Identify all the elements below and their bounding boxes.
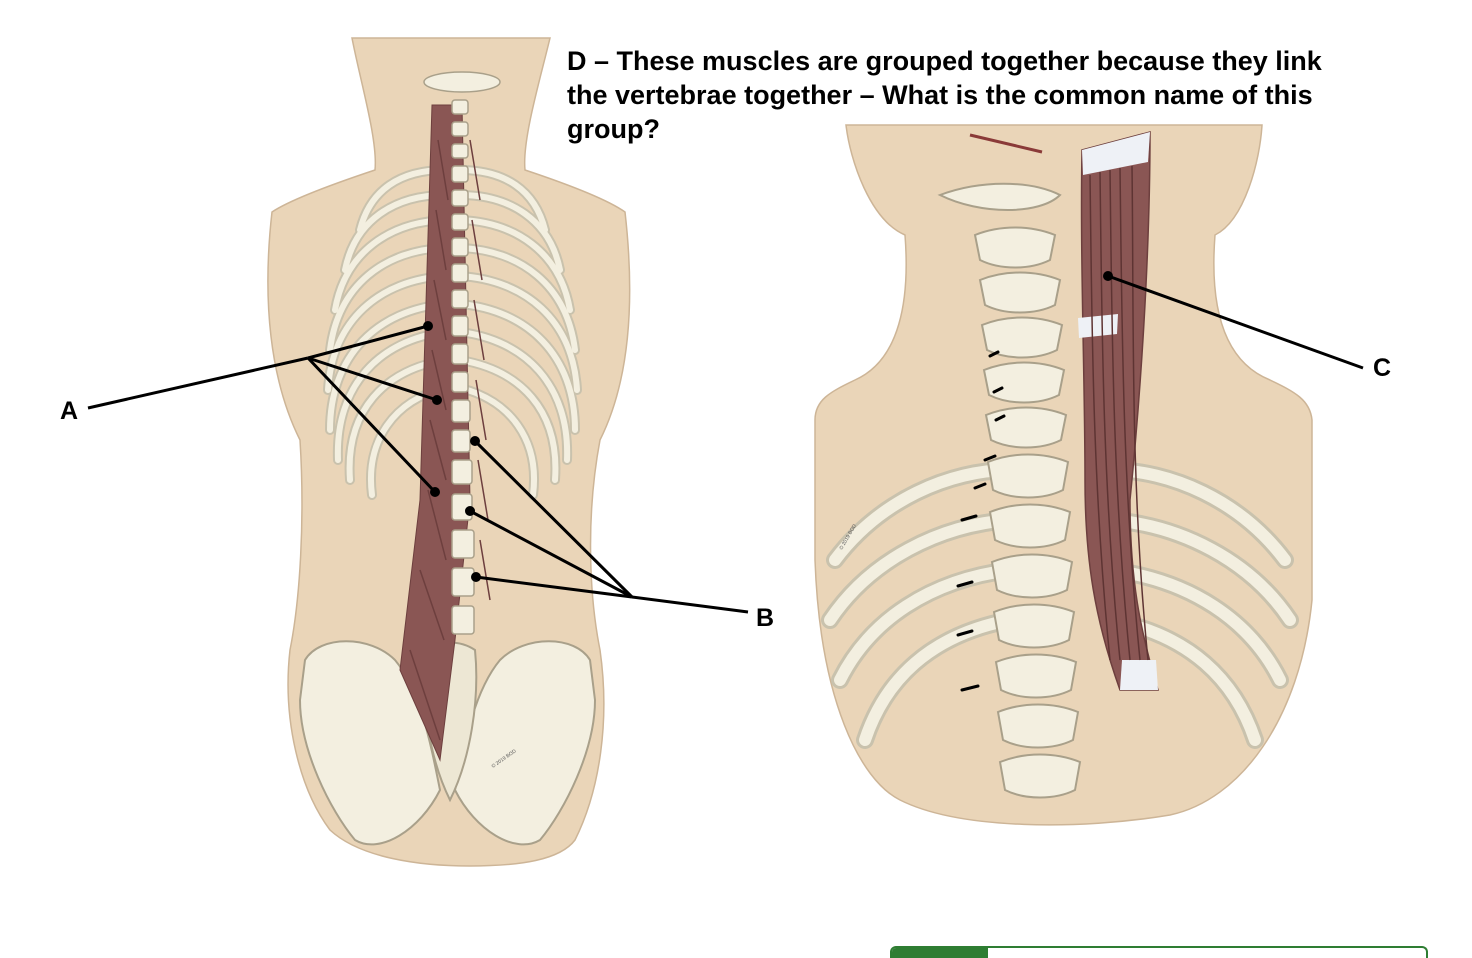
- muscle-fibers: [409, 139, 491, 741]
- vertebral-column: [423, 71, 501, 635]
- suboccipital-muscle: [969, 133, 1043, 154]
- leader-b-2: [469, 509, 633, 599]
- question-text: D – These muscles are grouped together b…: [567, 46, 1322, 144]
- back-figure: [267, 37, 631, 867]
- answer-panel-tab[interactable]: [892, 948, 988, 958]
- leader-a-1: [307, 324, 429, 360]
- leader-lines: [87, 274, 1364, 614]
- leader-a-2: [307, 356, 438, 402]
- label-a: A: [60, 397, 79, 425]
- leader-b-main: [631, 595, 749, 614]
- rotatores-marks: [956, 350, 1006, 692]
- label-b: B: [756, 604, 775, 632]
- leader-b-3: [475, 575, 633, 599]
- cervical-vertebrae: [937, 182, 1082, 799]
- semispinalis-fibers: [1089, 165, 1149, 661]
- leader-a-3: [306, 356, 437, 494]
- leader-c: [1107, 274, 1364, 370]
- leader-b-1: [473, 439, 634, 599]
- label-c: C: [1373, 354, 1392, 382]
- semispinalis-tendons: [1078, 132, 1158, 690]
- leader-a-main: [87, 356, 309, 410]
- pelvis-right: [453, 640, 597, 846]
- pelvis-left: [298, 640, 442, 846]
- neck-figure: [814, 124, 1313, 826]
- answer-panel-edge[interactable]: [890, 946, 1428, 958]
- leader-dots: [423, 271, 1113, 582]
